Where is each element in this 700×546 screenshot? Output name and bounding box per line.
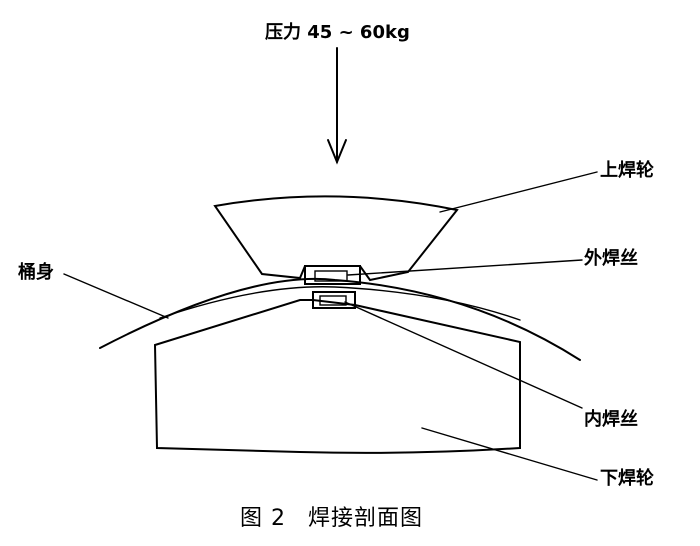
leader-upper-wheel bbox=[439, 171, 598, 213]
leader-barrel-body bbox=[63, 273, 169, 319]
leader-lines bbox=[63, 171, 598, 481]
inner-wire-label: 内焊丝 bbox=[584, 409, 638, 430]
leader-outer-wire bbox=[347, 259, 583, 276]
lower-wheel-label: 下焊轮 bbox=[600, 468, 654, 489]
outer-wire-inner-shape bbox=[314, 270, 348, 282]
figure-title: 焊接剖面图 bbox=[308, 506, 424, 531]
barrel-body-shape bbox=[99, 277, 581, 361]
leader-lower-wheel bbox=[421, 427, 598, 481]
leader-inner-wire bbox=[344, 301, 583, 409]
lower-wheel-shape bbox=[153, 299, 521, 454]
barrel-body-label: 桶身 bbox=[18, 262, 54, 283]
pressure-arrow bbox=[327, 47, 347, 165]
upper-wheel-shape bbox=[213, 195, 459, 282]
outer-wire-shape bbox=[304, 265, 361, 285]
figure-number: 图 2 bbox=[240, 506, 286, 531]
upper-wheel-label: 上焊轮 bbox=[600, 160, 654, 181]
figure-caption: 图 2 焊接剖面图 bbox=[240, 508, 423, 530]
pressure-label: 压力 45 ~ 60kg bbox=[265, 22, 410, 43]
outer-wire-label: 外焊丝 bbox=[584, 248, 638, 269]
